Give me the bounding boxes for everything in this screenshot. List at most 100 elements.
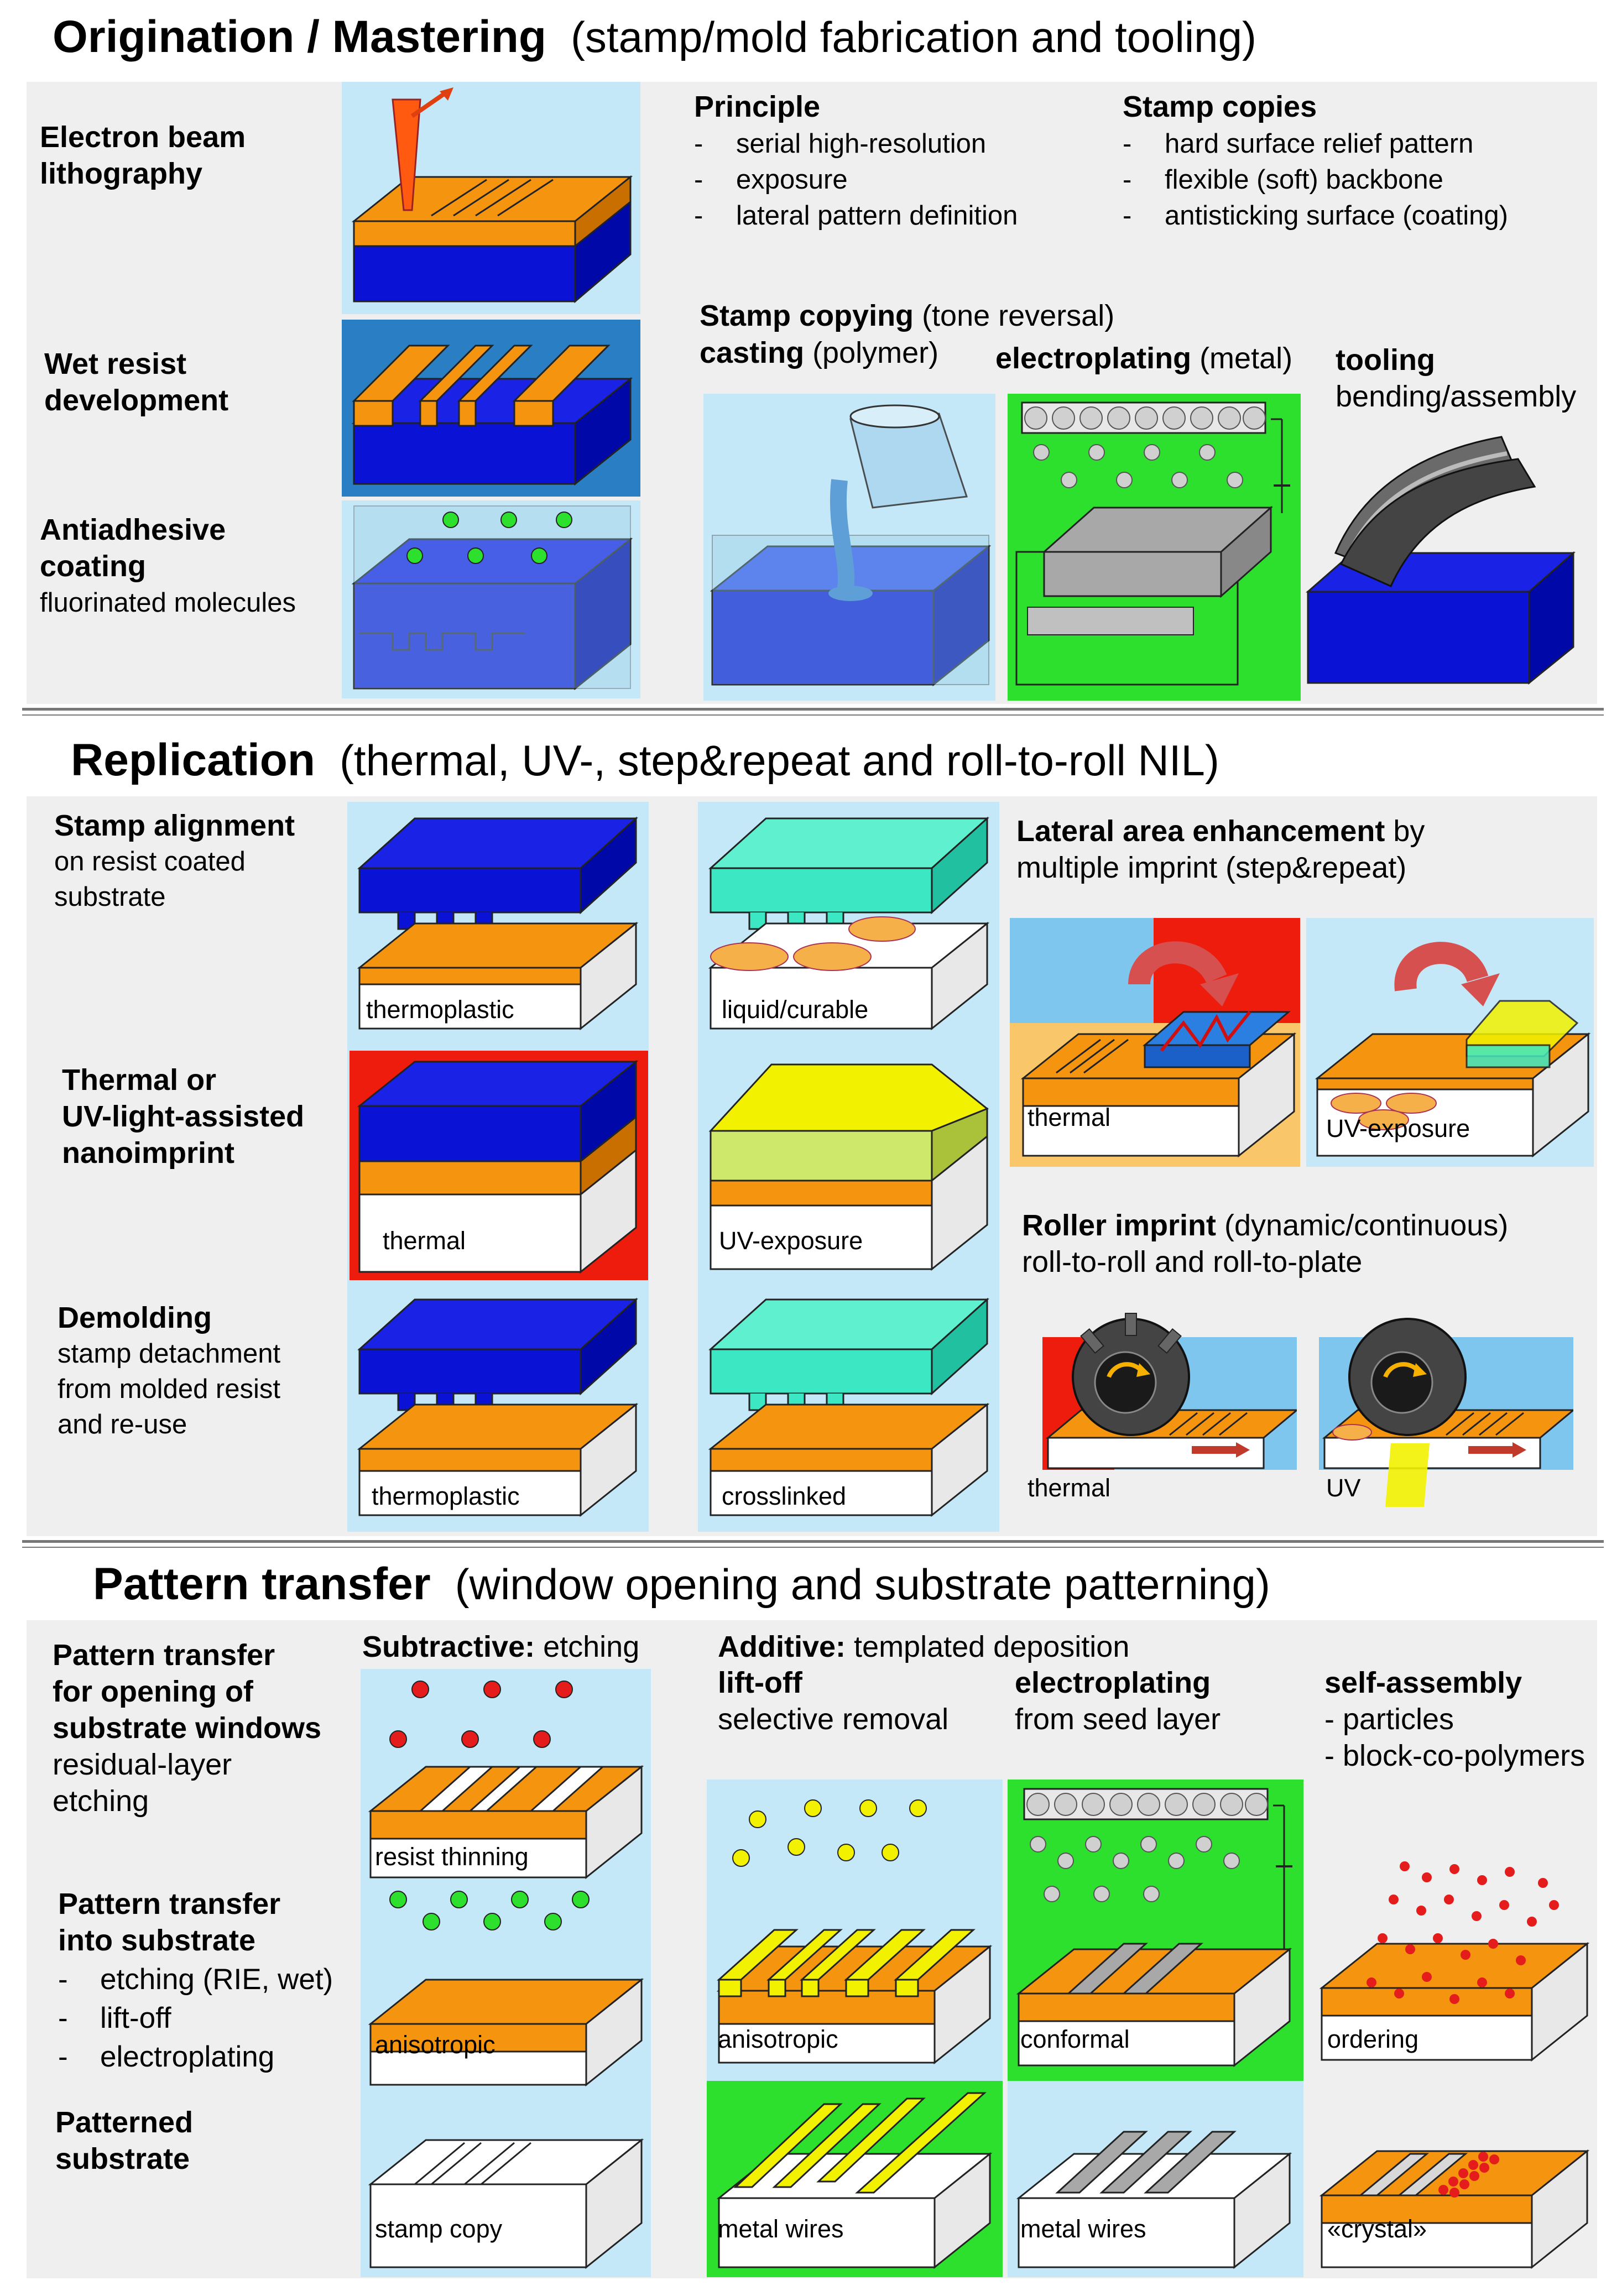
- stamp-copies-item-2: flexible (soft) backbone: [1123, 162, 1508, 198]
- stamp-copies-item-1: hard surface relief pattern: [1123, 126, 1508, 162]
- section-title-transfer: Pattern transfer(window opening and subs…: [93, 1558, 1270, 1610]
- into-list: etching (RIE, wet) lift-off electroplati…: [58, 1960, 333, 2076]
- selfassembly-item-1: - particles: [1324, 1703, 1454, 1736]
- additive-normal: templated deposition: [854, 1630, 1130, 1663]
- label-into-line2: into substrate: [58, 1924, 256, 1957]
- electro-wires-figure: [1016, 2131, 1292, 2269]
- divider-2b: [22, 1547, 1604, 1548]
- tag-step-thermal: thermal: [1028, 1103, 1111, 1131]
- step-thermal-figure: [1020, 941, 1297, 1158]
- subtractive-label: Subtractive: etching: [362, 1629, 639, 1665]
- section-subtitle: (window opening and substrate patterning…: [455, 1560, 1270, 1609]
- into-item-3: electroplating: [58, 2038, 333, 2076]
- selfassembly-bold: self-assembly: [1324, 1666, 1522, 1699]
- label-demold-line3: from molded resist: [58, 1374, 281, 1404]
- label-ebl: Electron beam lithography: [40, 119, 246, 192]
- label-demold: Demolding stamp detachment from molded r…: [58, 1300, 280, 1442]
- label-thermal-uv-line1: Thermal or: [62, 1063, 217, 1097]
- tag-step-uv: UV-exposure: [1326, 1114, 1470, 1142]
- align-uv-figure: [708, 816, 990, 1031]
- lateral-line2: multiple imprint (step&repeat): [1016, 851, 1407, 884]
- label-thermal-uv: Thermal or UV-light-assisted nanoimprint: [62, 1062, 304, 1171]
- divider-1: [22, 708, 1604, 711]
- label-patterned-line2: substrate: [55, 2142, 190, 2175]
- label-ebl-line2: lithography: [40, 157, 202, 190]
- ordering-figure: [1319, 1861, 1590, 2062]
- tooling-label: tooling bending/assembly: [1336, 342, 1576, 415]
- principle-item-2: lateral pattern definition: [694, 198, 1018, 234]
- anti-figure: [351, 505, 633, 691]
- selfassembly-label: self-assembly - particles - block-co-pol…: [1324, 1664, 1585, 1774]
- label-patterned-line1: Patterned: [55, 2106, 194, 2139]
- principle-item-1-cont: exposure: [694, 162, 1018, 198]
- label-windows-line2: for opening of: [53, 1675, 253, 1708]
- electro-label: electroplating from seed layer: [1015, 1664, 1221, 1737]
- label-into-line1: Pattern transfer: [58, 1887, 281, 1921]
- roll-thermal-figure: [1045, 1313, 1297, 1469]
- roller-line2: roll-to-roll and roll-to-plate: [1022, 1245, 1363, 1279]
- label-anti-line3: fluorinated molecules: [40, 588, 296, 618]
- stamp-copies-title: Stamp copies: [1123, 90, 1317, 123]
- electroplating-label: electroplating (metal): [995, 340, 1292, 377]
- ebl-figure: [351, 87, 633, 304]
- label-thermal-uv-line3: nanoimprint: [62, 1136, 234, 1170]
- stamp-copying-label: Stamp copying (tone reversal): [700, 298, 1114, 334]
- subtractive-bold: Subtractive:: [362, 1630, 535, 1663]
- principle-item-1: serial high-resolution: [694, 126, 1018, 162]
- label-wet-line1: Wet resist: [44, 347, 187, 380]
- casting-bold: casting: [700, 336, 805, 369]
- liftoff-bold: lift-off: [718, 1666, 802, 1699]
- liftoff-label: lift-off selective removal: [718, 1664, 948, 1737]
- tag-thermoplastic: thermoplastic: [366, 995, 514, 1024]
- label-patterned: Patterned substrate: [55, 2104, 193, 2177]
- tag-anisotropic2: anisotropic: [718, 2025, 838, 2053]
- demold-thermal-figure: [357, 1297, 639, 1517]
- section-title-main: Origination / Mastering: [53, 12, 546, 62]
- label-ebl-line1: Electron beam: [40, 121, 246, 154]
- label-wet-line2: development: [44, 384, 229, 417]
- stamp-copies-list: hard surface relief pattern flexible (so…: [1123, 126, 1508, 234]
- principle-title: Principle: [694, 90, 821, 123]
- tag-ordering: ordering: [1327, 2025, 1419, 2053]
- tag-conformal: conformal: [1020, 2025, 1130, 2053]
- electro-conformal-figure: [1016, 1788, 1292, 2068]
- imprint-uv-figure: [708, 1063, 989, 1271]
- selfassembly-item-2: - block-co-polymers: [1324, 1739, 1586, 1772]
- step-uv-figure: [1315, 942, 1591, 1158]
- tooling-line2: bending/assembly: [1336, 380, 1577, 413]
- electroplating-normal: (metal): [1199, 342, 1293, 375]
- lateral-bold: Lateral area enhancement: [1016, 815, 1385, 848]
- tag-resist-thinning: resist thinning: [375, 1843, 529, 1871]
- tag-metal-wires: metal wires: [718, 2215, 844, 2243]
- wet-figure: [351, 345, 633, 486]
- section-subtitle: (stamp/mold fabrication and tooling): [570, 13, 1256, 61]
- stamp-copying-normal: (tone reversal): [922, 299, 1115, 332]
- tooling-bold: tooling: [1336, 343, 1435, 377]
- align-thermal-figure: [357, 816, 639, 1031]
- label-demold-line1: Demolding: [58, 1301, 212, 1334]
- tag-thermal: thermal: [383, 1227, 466, 1255]
- liftoff-line2: selective removal: [718, 1703, 949, 1736]
- lateral-label: Lateral area enhancement by multiple imp…: [1016, 813, 1425, 886]
- demold-uv-figure: [708, 1297, 990, 1517]
- additive-label: Additive: templated deposition: [718, 1629, 1129, 1665]
- roller-label: Roller imprint (dynamic/continuous) roll…: [1022, 1207, 1508, 1280]
- into-item-1: etching (RIE, wet): [58, 1960, 333, 1999]
- label-demold-line2: stamp detachment: [58, 1339, 281, 1369]
- electroplating-bold: electroplating: [995, 342, 1192, 375]
- label-windows-line3: substrate windows: [53, 1711, 322, 1745]
- section-title-replication: Replication(thermal, UV-, step&repeat an…: [71, 734, 1219, 786]
- tag-stamp-copy: stamp copy: [375, 2215, 503, 2243]
- label-windows-line4: residual-layer: [53, 1748, 232, 1781]
- label-align: Stamp alignment on resist coated substra…: [54, 807, 295, 915]
- roll-uv-figure: [1322, 1318, 1573, 1507]
- casting-figure: [710, 404, 992, 687]
- tag-roll-uv: UV: [1326, 1474, 1361, 1502]
- electroplating-figure: [1015, 401, 1290, 686]
- label-anti-line1: Antiadhesive: [40, 513, 226, 546]
- principle-list: serial high-resolution exposure lateral …: [694, 126, 1018, 234]
- stepthermal-bg-blue: [1010, 918, 1154, 1023]
- tag-crosslinked: crosslinked: [722, 1482, 847, 1510]
- liftoff-wires-figure: [716, 2092, 993, 2269]
- section-title-main: Replication: [71, 735, 315, 785]
